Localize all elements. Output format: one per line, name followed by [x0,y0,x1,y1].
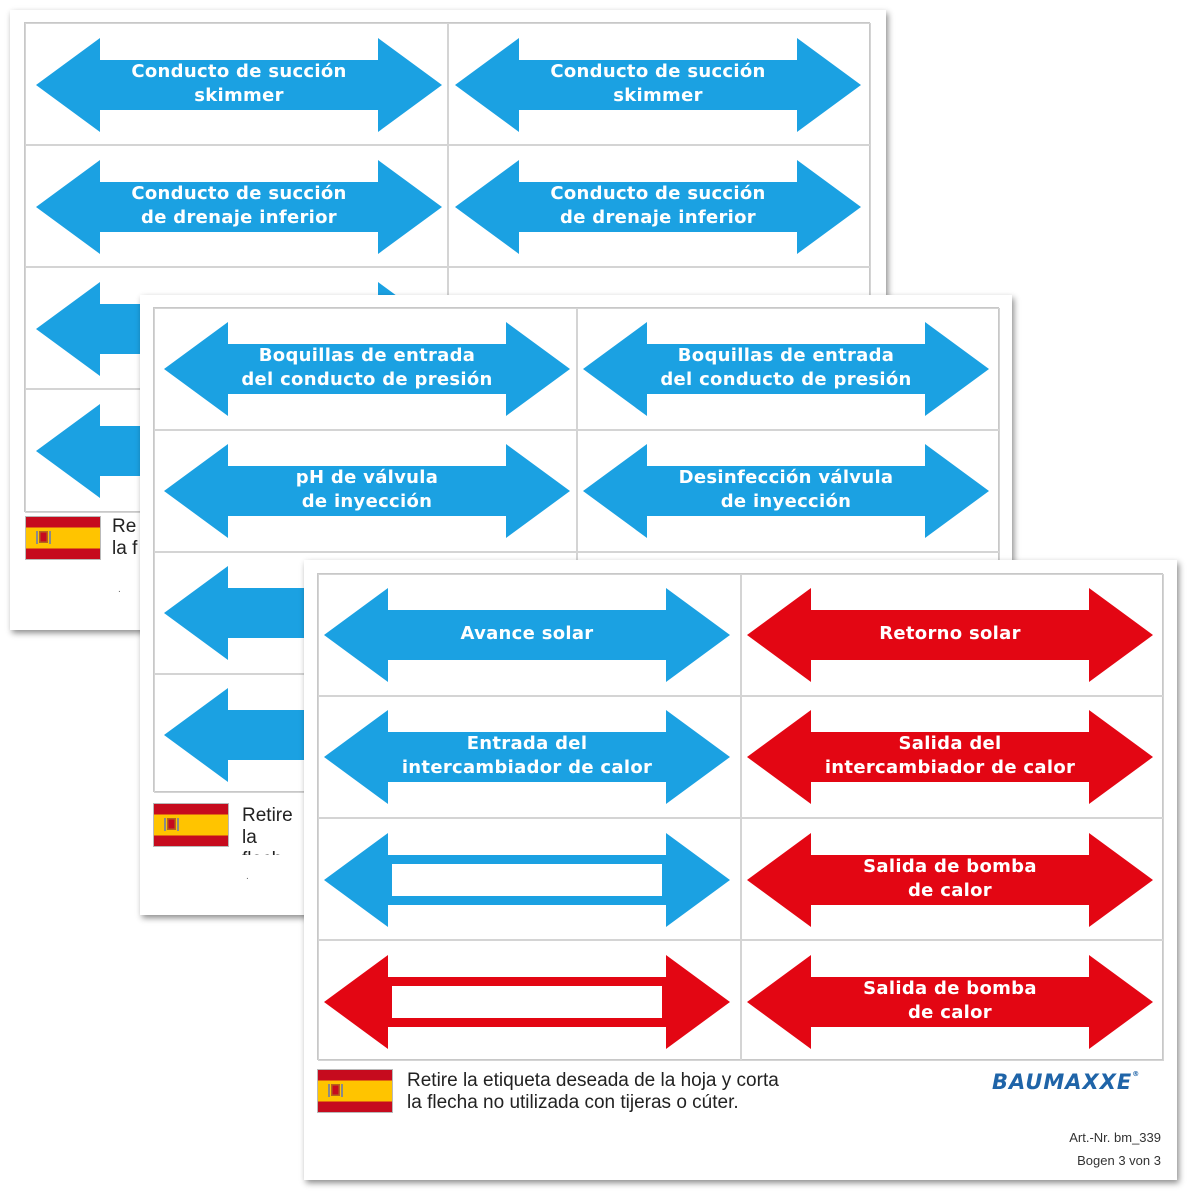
arrow-label [324,833,730,927]
double-arrow-shape [324,955,730,1049]
double-arrow-shape [455,38,861,132]
brand-name: BAUMAXXE [992,1070,1133,1094]
arrow-label: Salida de bomba de calor [747,955,1153,1049]
arrow-label-text [324,833,730,925]
instruction-text: Re la f [112,516,138,559]
article-number: Art.-Nr. bm_339 [1069,1130,1161,1145]
double-arrow-shape [747,833,1153,927]
arrow-label: Boquillas de entrada del conducto de pre… [583,322,989,416]
label-cell [318,574,741,696]
double-arrow-shape [747,588,1153,682]
arrow-label-text: Salida de bomba de calor [863,856,1037,901]
arrow-label-text: Conducto de succión skimmer [131,61,347,106]
arrow-label: Conducto de succión skimmer [36,38,442,132]
arrow-label-text: Boquillas de entrada del conducto de pre… [241,345,493,390]
arrow-label: Conducto de succión de drenaje inferior [455,160,861,254]
arrow-label: pH de válvula de inyección [164,444,570,538]
label-cell [741,940,1164,1061]
label-cell [318,696,741,818]
arrow-label-text: pH de válvula de inyección [295,467,439,512]
arrow-body [324,710,730,804]
label-cell [577,308,1000,430]
spain-flag-icon [318,1070,392,1112]
double-arrow-shape [324,833,730,927]
arrow-body [164,322,570,416]
arrow-label-text: Conducto de succión skimmer [550,61,766,106]
double-arrow-shape [36,160,442,254]
arrow-body [455,38,861,132]
blank-write-in-field [392,986,662,1018]
label-cell [741,818,1164,940]
arrow-body [324,588,730,682]
label-grid [317,573,1164,1061]
label-cell [318,818,741,940]
arrow-label: Conducto de succión de drenaje inferior [36,160,442,254]
label-cell [741,696,1164,818]
double-arrow-shape [164,322,570,416]
arrow-label: Salida del intercambiador de calor [747,710,1153,804]
double-arrow-shape [324,588,730,682]
arrow-label-text: Boquillas de entrada del conducto de pre… [660,345,912,390]
arrow-label-text: Desinfección válvula de inyección [678,467,894,512]
arrow-body [747,955,1153,1049]
sheet-number: Bogen 3 von 3 [1077,1153,1161,1168]
label-cell [154,430,577,552]
label-cell [448,23,871,145]
double-arrow-shape [583,444,989,538]
arrow-label: Boquillas de entrada del conducto de pre… [164,322,570,416]
print-mark: . [246,871,249,882]
arrow-label-text: Entrada del intercambiador de calor [401,733,653,778]
label-cell [154,308,577,430]
arrow-body [455,160,861,254]
double-arrow-shape [324,710,730,804]
arrow-label-text: Conducto de succión de drenaje inferior [131,183,347,228]
arrow-label [324,955,730,1049]
label-cell [25,145,448,267]
arrow-label: Entrada del intercambiador de calor [324,710,730,804]
double-arrow-shape [583,322,989,416]
arrow-label: Salida de bomba de calor [747,833,1153,927]
arrow-body [583,444,989,538]
double-arrow-shape [747,710,1153,804]
double-arrow-shape [36,38,442,132]
double-arrow-shape [747,955,1153,1049]
arrow-body [583,322,989,416]
arrow-label-text: Avance solar [460,623,594,644]
arrow-body [747,710,1153,804]
registered-mark: ® [1132,1070,1141,1078]
instruction-text: Retire la flech [242,805,293,855]
arrow-label: Retorno solar [747,588,1153,682]
arrow-label-text: Retorno solar [879,623,1021,644]
label-cell [25,23,448,145]
arrow-label-text [324,955,730,1047]
label-cell [741,574,1164,696]
arrow-body [164,444,570,538]
blank-write-in-field [392,864,662,896]
spain-flag-icon [154,804,228,846]
arrow-label: Conducto de succión skimmer [455,38,861,132]
label-cell [577,430,1000,552]
arrow-label: Avance solar [324,588,730,682]
double-arrow-shape [455,160,861,254]
arrow-label: Desinfección válvula de inyección [583,444,989,538]
label-sheet-3: Avance solar Retorno solar Entrada del i… [304,560,1177,1180]
label-cell [318,940,741,1061]
double-arrow-shape [164,444,570,538]
spain-flag-icon [26,517,100,559]
arrow-body [747,833,1153,927]
arrow-label-text: Conducto de succión de drenaje inferior [550,183,766,228]
label-cell [448,145,871,267]
baumaxxe-logo: BAUMAXXE® [992,1070,1140,1094]
instruction-text: Retire la etiqueta deseada de la hoja y … [407,1070,779,1113]
arrow-body [747,588,1153,682]
arrow-label-text: Salida de bomba de calor [863,978,1037,1023]
print-mark: . [118,584,121,595]
arrow-body [36,38,442,132]
arrow-body [36,160,442,254]
arrow-label-text: Salida del intercambiador de calor [824,733,1076,778]
